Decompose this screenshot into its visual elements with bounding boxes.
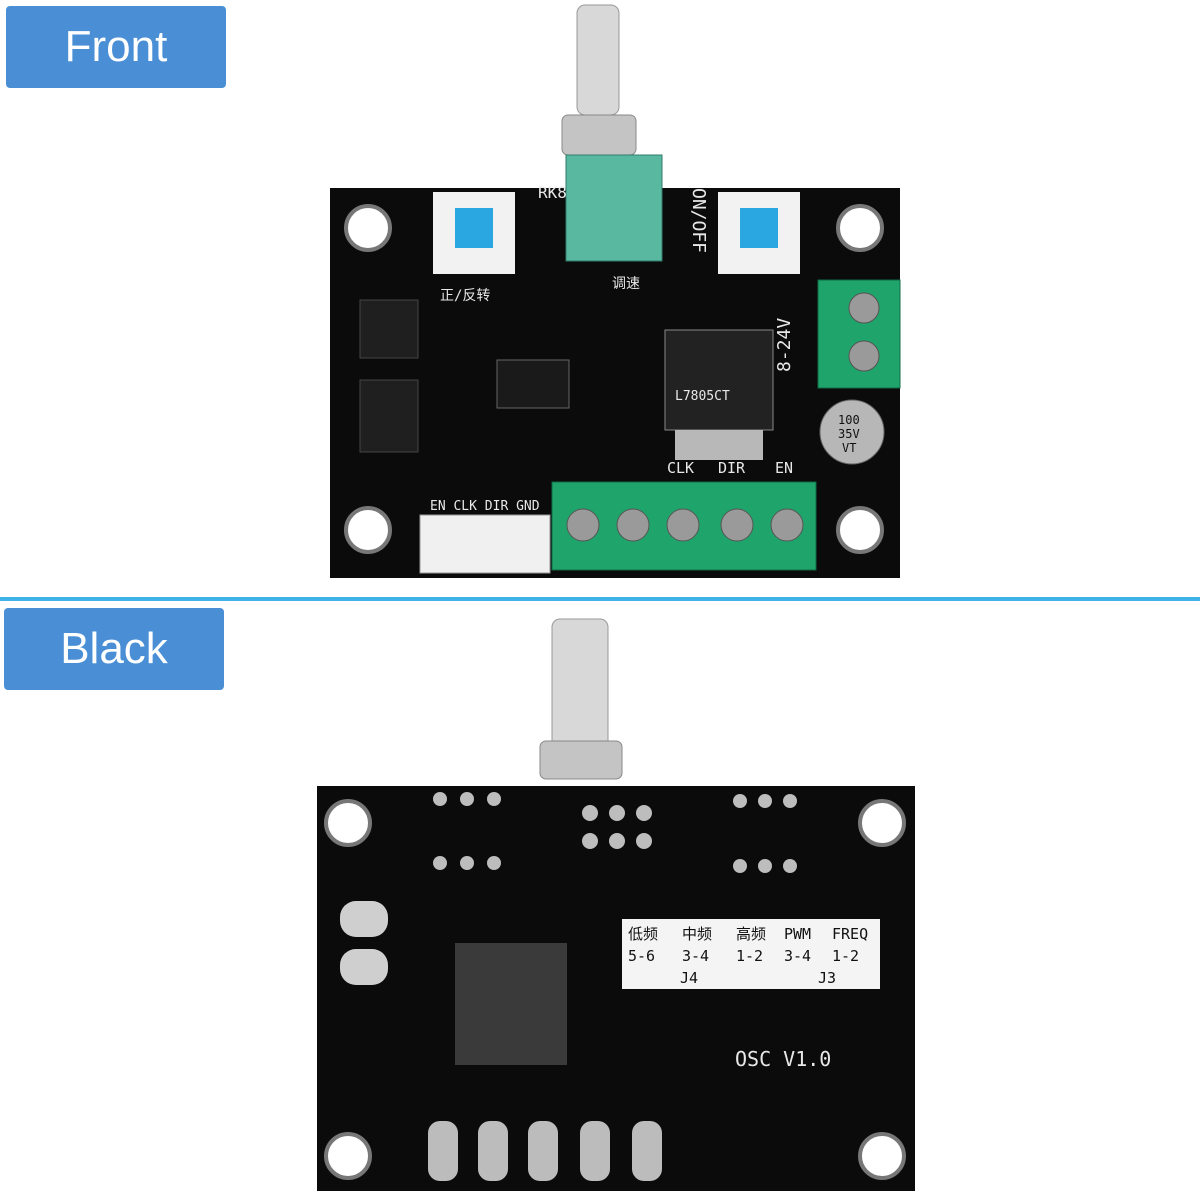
table-cell: 3-4	[682, 947, 709, 965]
solder-pad-grid	[455, 943, 567, 1065]
terminal-en-label: EN	[775, 459, 793, 477]
switch-label: ON/OFF	[688, 188, 709, 253]
front-pcb-photo: 8-24V ON/OFF RK8 EN DIR CLK L7805CT EN C…	[330, 4, 901, 578]
mount-hole	[324, 1132, 372, 1180]
power-switch-button	[740, 208, 778, 248]
table-cell: 3-4	[784, 947, 811, 965]
pot-label: RK8	[538, 183, 567, 202]
mount-hole	[344, 506, 392, 554]
mount-hole	[858, 799, 906, 847]
voltage-regulator	[664, 329, 774, 431]
connector-label: EN CLK DIR GND	[430, 499, 540, 514]
signal-connector	[419, 514, 551, 574]
front-potentiometer	[565, 154, 663, 262]
table-header-low: 低频	[628, 925, 658, 943]
front-label: Front	[6, 6, 226, 88]
table-j3: J3	[818, 969, 836, 987]
cap-label-3: VT	[842, 441, 856, 455]
direction-switch-button	[455, 208, 493, 248]
mount-hole	[836, 204, 884, 252]
cap-label-1: 100	[838, 413, 860, 427]
front-pot-shaft	[576, 4, 620, 116]
board-version-label: OSC V1.0	[735, 1047, 831, 1071]
section-divider	[0, 597, 1200, 601]
electrolytic-capacitor	[819, 399, 885, 465]
speed-label: 调速	[612, 276, 640, 292]
jumper-j4	[359, 379, 419, 453]
mount-hole	[836, 506, 884, 554]
table-header-high: 高频	[736, 925, 766, 943]
front-pot-nut	[561, 114, 637, 156]
mount-hole	[344, 204, 392, 252]
power-solder-pad	[340, 949, 388, 985]
cap-label-2: 35V	[838, 427, 860, 441]
power-solder-pad	[340, 901, 388, 937]
jumper-table	[622, 919, 880, 989]
table-header-freq: FREQ	[832, 925, 868, 943]
back-pcb-photo: FREQ PWM 高频 中频 低频 1-2 3-4 1-2 3-4 5-6 J3…	[317, 618, 915, 1191]
table-cell: 1-2	[832, 947, 859, 965]
chip-u1	[496, 359, 570, 409]
table-cell: 5-6	[628, 947, 655, 965]
mount-hole	[858, 1132, 906, 1180]
mount-hole	[324, 799, 372, 847]
table-header-pwm: PWM	[784, 925, 811, 943]
back-label: Black	[4, 608, 224, 690]
direction-label: 正/反转	[440, 288, 490, 304]
table-header-mid: 中频	[682, 925, 712, 943]
back-pot-nut	[539, 740, 623, 780]
jumper-j3	[359, 299, 419, 359]
terminal-clk-label: CLK	[667, 459, 694, 477]
table-j4: J4	[680, 969, 698, 987]
table-cell: 1-2	[736, 947, 763, 965]
regulator-label: L7805CT	[675, 389, 730, 404]
power-label: 8-24V	[774, 318, 795, 372]
terminal-dir-label: DIR	[718, 459, 746, 477]
